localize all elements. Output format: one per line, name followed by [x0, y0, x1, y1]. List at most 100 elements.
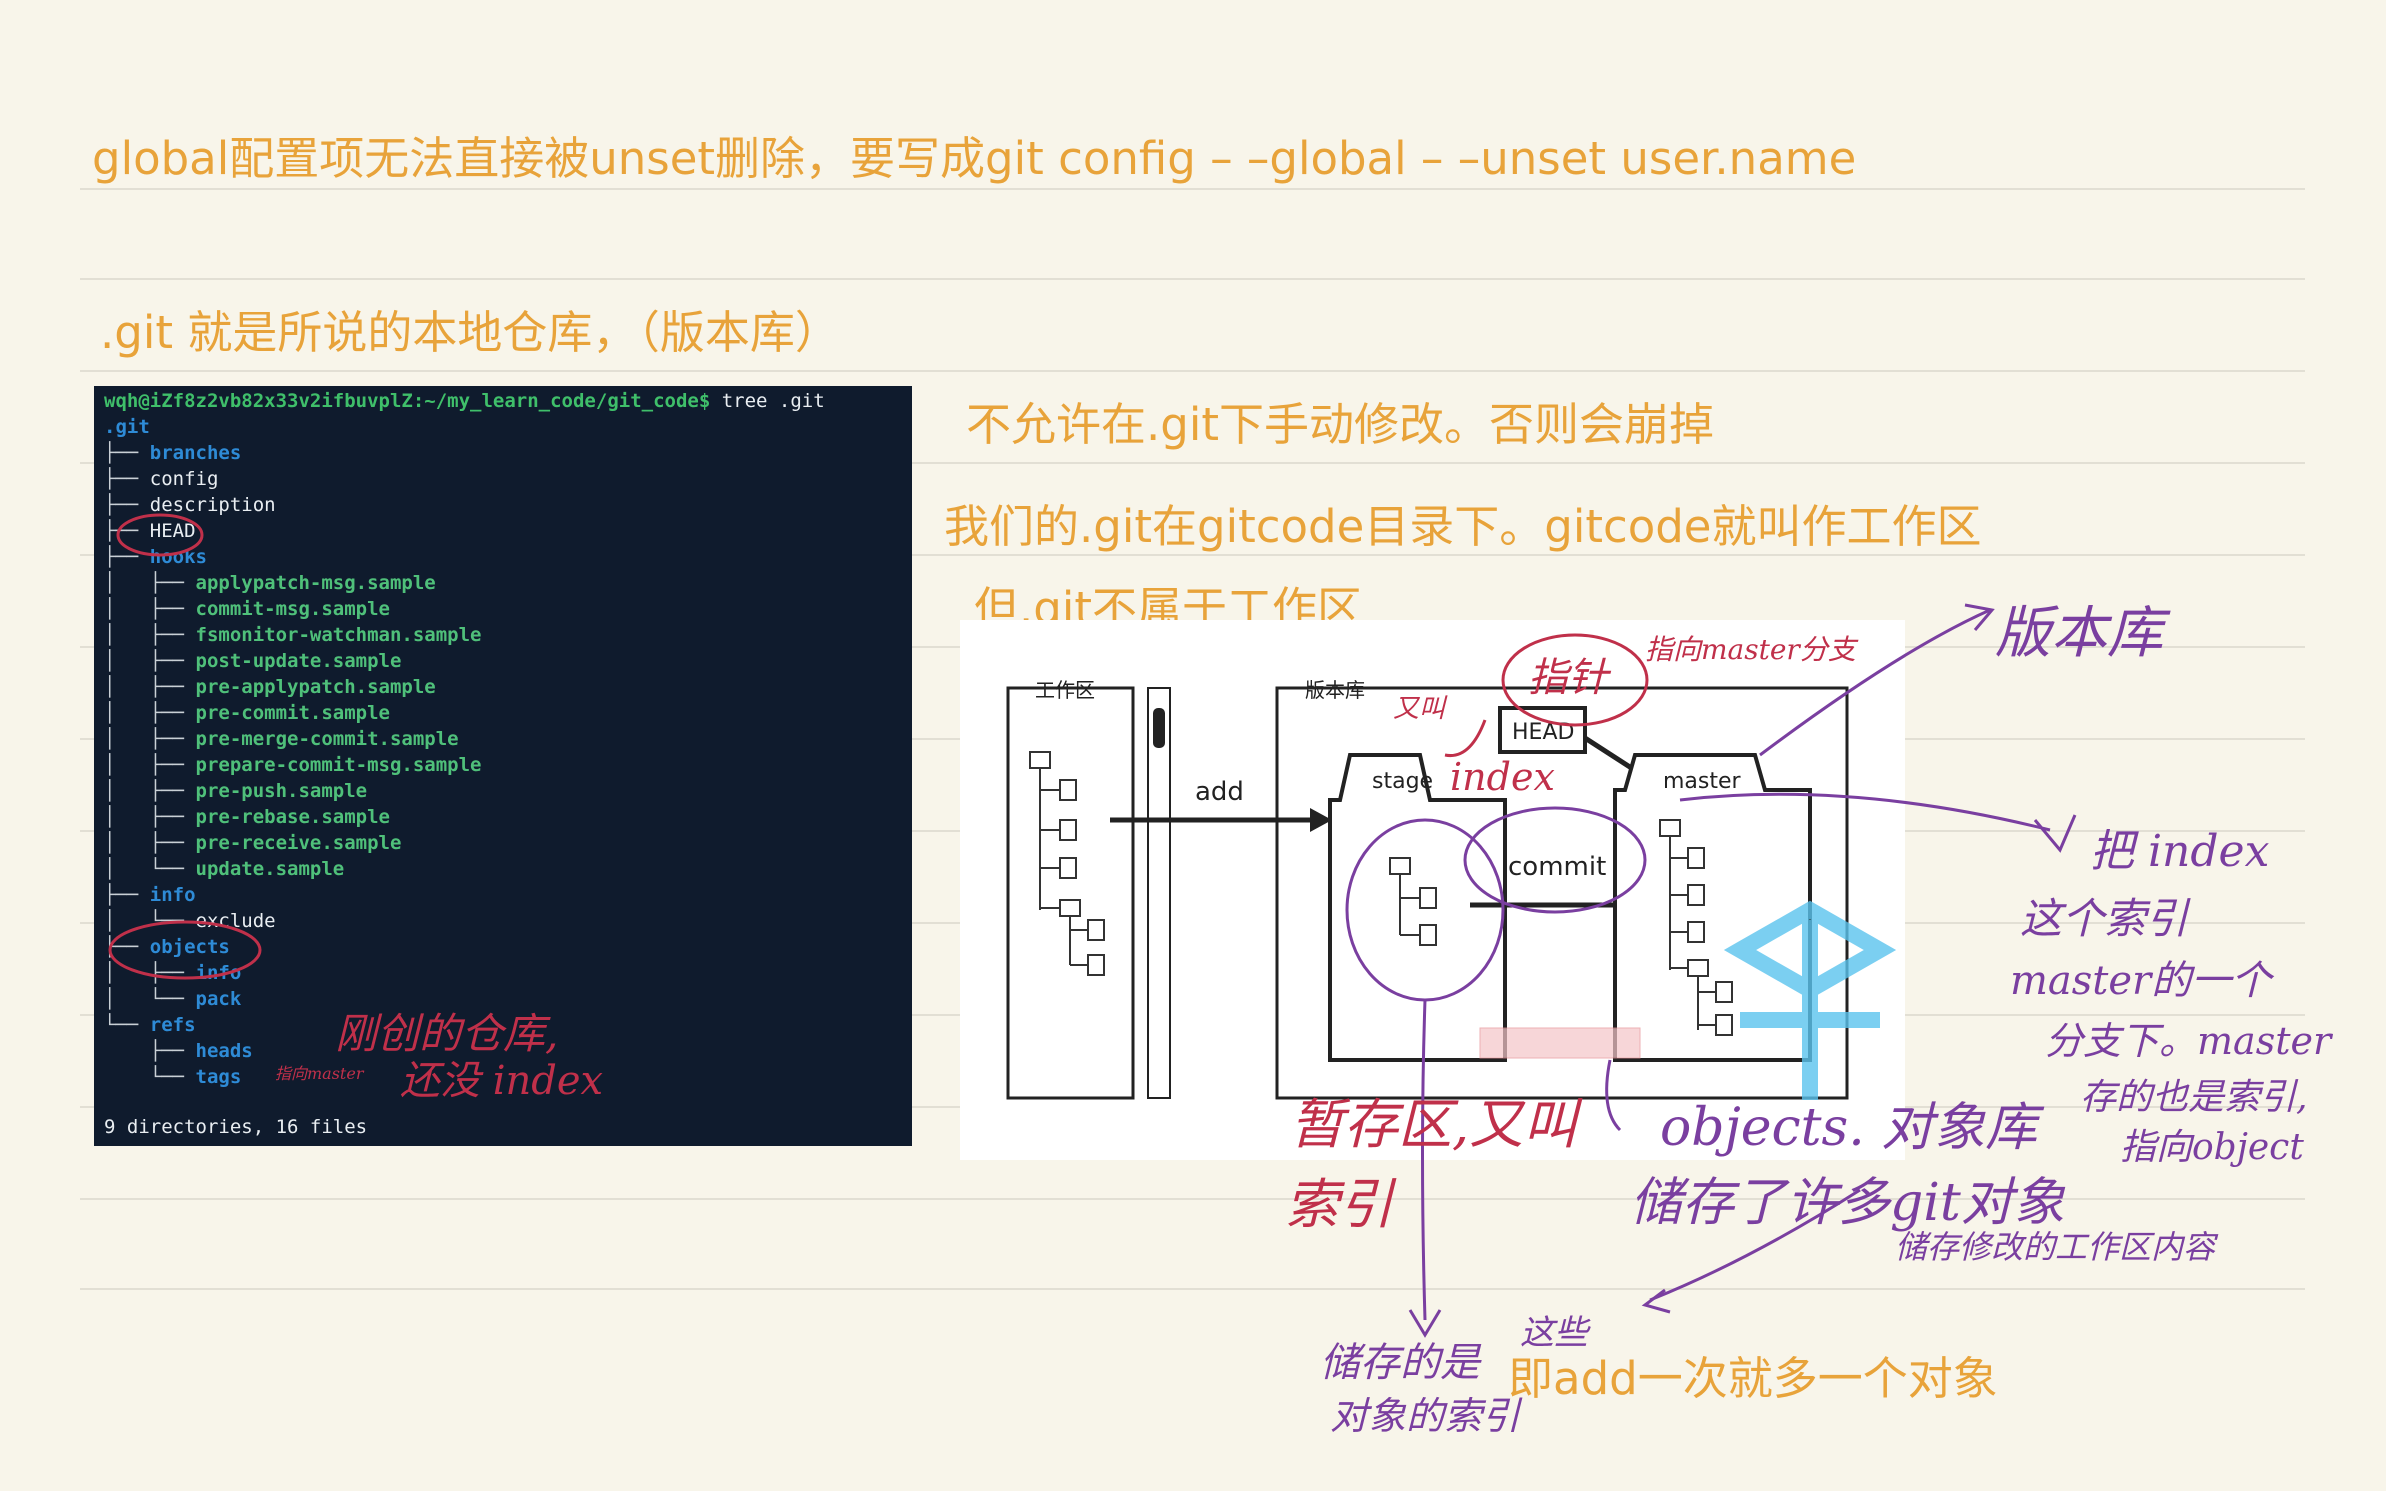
tree-entry: └── refs	[104, 1012, 196, 1038]
hw-objects-db: objects. 对象库	[1660, 1098, 2038, 1158]
tree-branch-glyph: ├──	[104, 1040, 196, 1062]
terminal-prompt-line: wqh@iZf8z2vb82x33v2ifbuvplZ:~/my_learn_c…	[104, 388, 825, 414]
hw-also-called: 又叫	[1393, 694, 1446, 724]
tree-branch-glyph: ├──	[104, 442, 150, 464]
hw-index-cn: 索引	[1285, 1173, 1393, 1236]
hw-put-index-2: 这个索引	[2020, 894, 2189, 943]
note-no-manual-edit: 不允许在.git下手动修改。否则会崩掉	[966, 398, 1715, 451]
tree-branch-glyph: │ └──	[104, 988, 196, 1010]
hw-put-index-3: master的一个	[2010, 958, 2272, 1004]
hw-stores-index-1: 储存的是	[1320, 1340, 1480, 1386]
master-label: master	[1663, 769, 1742, 794]
tree-entry-name: info	[149, 884, 196, 906]
tree-branch-glyph: │ ├──	[104, 598, 196, 620]
tree-entry-name: exclude	[195, 910, 276, 932]
tree-branch-glyph: │ ├──	[104, 780, 196, 802]
hw-index: index	[1450, 755, 1555, 799]
tree-entry-name: branches	[149, 442, 242, 464]
hw-stores-index-2: 对象的索引	[1330, 1394, 1521, 1438]
note-working-directory: 我们的.git在gitcode目录下。gitcode就叫作工作区	[944, 500, 1982, 553]
head-label: HEAD	[1512, 720, 1574, 745]
tree-entry-name: fsmonitor-watchman.sample	[195, 624, 482, 646]
repo-pointer-head	[1964, 603, 1995, 631]
tree-entry-name: post-update.sample	[195, 650, 402, 672]
ruled-line	[80, 1198, 2305, 1200]
tree-branch-glyph: └──	[104, 1066, 196, 1088]
tree-branch-glyph: │ └──	[104, 910, 196, 932]
scrollbar-thumb	[1153, 708, 1165, 748]
tree-branch-glyph: └──	[104, 1014, 150, 1036]
tree-entry: │ ├── post-update.sample	[104, 648, 401, 674]
hw-put-index-5: 存的也是索引,	[2080, 1077, 2308, 1118]
these-arrow-head	[1641, 1288, 1671, 1314]
tree-entry-name: pre-applypatch.sample	[195, 676, 436, 698]
tree-entry: │ ├── pre-commit.sample	[104, 700, 390, 726]
shell-command: tree .git	[710, 390, 825, 412]
tree-entry-name: config	[149, 468, 219, 490]
tree-entry-name: prepare-commit-msg.sample	[195, 754, 482, 776]
repo-label: 版本库	[1305, 678, 1365, 702]
tree-entry-name: tags	[195, 1066, 242, 1088]
terminal-tree-output: wqh@iZf8z2vb82x33v2ifbuvplZ:~/my_learn_c…	[94, 386, 912, 1146]
hw-stores-objects: 储存了许多git对象	[1630, 1173, 2065, 1233]
tree-branch-glyph: │ ├──	[104, 754, 196, 776]
ruled-line	[80, 554, 2305, 556]
commit-label: commit	[1508, 852, 1606, 882]
tree-entry: ├── config	[104, 466, 218, 492]
tree-branch-glyph: ├──	[104, 936, 150, 958]
ruled-line	[80, 188, 2305, 190]
hw-these: 这些	[1520, 1313, 1588, 1353]
tree-branch-glyph: │ ├──	[104, 650, 196, 672]
objects-highlight	[1479, 1027, 1641, 1059]
hw-no-index: 还没 index	[400, 1058, 604, 1104]
tree-entry: │ ├── prepare-commit-msg.sample	[104, 752, 482, 778]
tree-branch-glyph: ├──	[104, 546, 150, 568]
tree-entry: │ ├── fsmonitor-watchman.sample	[104, 622, 482, 648]
add-arrow-head	[1310, 808, 1332, 832]
hw-repo-label: 版本库	[1995, 601, 2163, 666]
tree-entry: │ ├── pre-receive.sample	[104, 830, 401, 856]
tree-branch-glyph: │ ├──	[104, 728, 196, 750]
tree-entry: ├── info	[104, 882, 196, 908]
note-git-local-repo: .git 就是所说的本地仓库，（版本库）	[100, 306, 840, 359]
tree-entry-name: hooks	[149, 546, 207, 568]
tree-entry-name: description	[149, 494, 276, 516]
note-add-object: 即add一次就多一个对象	[1508, 1352, 1998, 1405]
tree-entry-name: pre-rebase.sample	[195, 806, 390, 828]
tree-entry: │ ├── applypatch-msg.sample	[104, 570, 436, 596]
tree-entry: ├── objects	[104, 934, 230, 960]
tree-entry: ├── HEAD	[104, 518, 196, 544]
tree-entry-name: commit-msg.sample	[195, 598, 390, 620]
workspace-frame	[1006, 686, 1135, 1100]
tree-entry: │ ├── pre-applypatch.sample	[104, 674, 436, 700]
note-global-unset: global配置项无法直接被unset删除，要写成git config – –g…	[92, 132, 1857, 185]
tree-entry-name: pack	[195, 988, 242, 1010]
workspace-scrollbar	[1147, 687, 1171, 1099]
tree-entry: │ ├── commit-msg.sample	[104, 596, 390, 622]
hw-points-to-master: 指向master分支	[1645, 633, 1856, 666]
ruled-line	[80, 278, 2305, 280]
tree-entry: │ ├── pre-push.sample	[104, 778, 367, 804]
tree-entry: │ ├── pre-rebase.sample	[104, 804, 390, 830]
hw-staging-also: 暂存区,又叫	[1290, 1093, 1578, 1156]
tree-summary: 9 directories, 16 files	[104, 1116, 368, 1138]
tree-branch-glyph: ├──	[104, 884, 150, 906]
hw-put-index-4: 分支下。master	[2045, 1019, 2332, 1063]
tree-entry-name: HEAD	[149, 520, 196, 542]
tree-entry: │ ├── info	[104, 960, 241, 986]
shell-prompt: wqh@iZf8z2vb82x33v2ifbuvplZ:~/my_learn_c…	[104, 390, 711, 412]
hw-points-master: 指向master	[275, 1064, 364, 1083]
master-file-tree	[1659, 819, 1733, 1036]
watermark	[1723, 900, 1897, 1100]
tree-branch-glyph: │ ├──	[104, 806, 196, 828]
tree-entry-name: pre-push.sample	[195, 780, 368, 802]
tree-entry: │ └── exclude	[104, 908, 276, 934]
hw-pointer: 指针	[1528, 655, 1608, 701]
workspace-label: 工作区	[1035, 678, 1095, 702]
tree-root: .git	[104, 416, 150, 438]
ruled-line	[80, 370, 2305, 372]
ruled-line	[80, 1288, 2305, 1290]
tree-entry-name: objects	[149, 936, 230, 958]
tree-entry: ├── description	[104, 492, 276, 518]
hw-put-index: 把 index	[2090, 826, 2270, 877]
